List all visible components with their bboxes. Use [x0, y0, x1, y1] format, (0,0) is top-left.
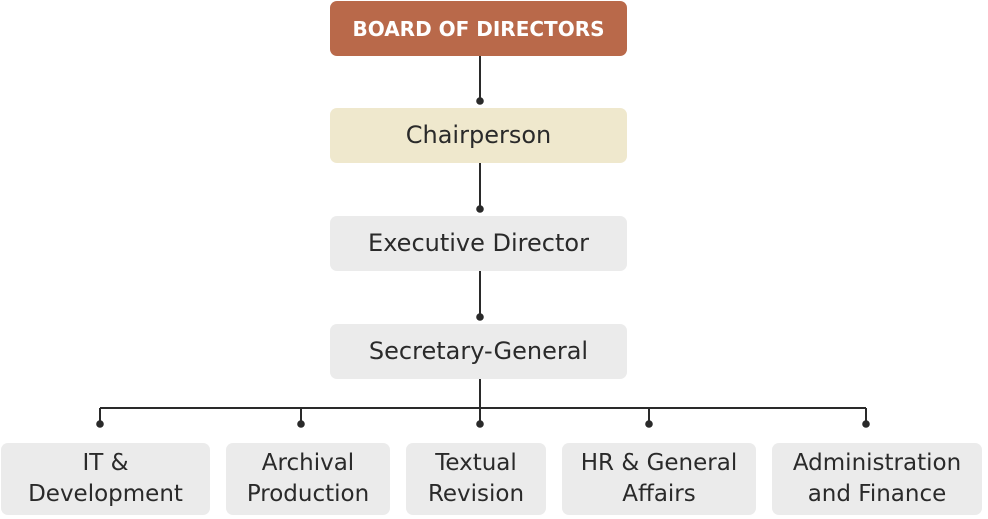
- dept-archival-production-node: Archival Production: [226, 443, 390, 515]
- dept-label-line1: Administration: [792, 450, 962, 476]
- dept-label-line2: Development: [28, 481, 183, 507]
- secretary-general-label: Secretary-General: [368, 336, 589, 365]
- connector-dot-dept-5: [862, 420, 870, 428]
- dept-label-line2: Production: [246, 481, 370, 507]
- connector-dot-dept-1: [96, 420, 104, 428]
- dept-hr-general-affairs-node: HR & General Affairs: [562, 443, 756, 515]
- dept-label-line1: IT &: [82, 450, 129, 476]
- dept-label-line2: Affairs: [622, 481, 696, 507]
- executive-director-node: Executive Director: [330, 216, 627, 271]
- connector-dot-dept-3: [476, 420, 484, 428]
- board-of-directors-node: BOARD OF DIRECTORS: [330, 1, 627, 56]
- dept-it-development-node: IT & Development: [1, 443, 210, 515]
- chairperson-label: Chairperson: [405, 120, 552, 149]
- secretary-general-node: Secretary-General: [330, 324, 627, 379]
- connector-dot-sec: [476, 313, 484, 321]
- connector-dot-dept-2: [297, 420, 305, 428]
- connector-dot-dept-4: [645, 420, 653, 428]
- dept-label-line1: Archival: [261, 450, 355, 476]
- dept-administration-finance-node: Administration and Finance: [772, 443, 982, 515]
- dept-label-line1: HR & General: [580, 450, 738, 476]
- dept-label-line1: Textual: [435, 450, 517, 476]
- connector-dot-exec: [476, 205, 484, 213]
- chairperson-node: Chairperson: [330, 108, 627, 163]
- dept-textual-revision-node: Textual Revision: [406, 443, 546, 515]
- dept-label-line2: Revision: [427, 481, 525, 507]
- board-of-directors-label: BOARD OF DIRECTORS: [352, 16, 605, 41]
- connector-dot-chair: [476, 97, 484, 105]
- executive-director-label: Executive Director: [368, 228, 589, 257]
- dept-label-line2: and Finance: [807, 481, 947, 507]
